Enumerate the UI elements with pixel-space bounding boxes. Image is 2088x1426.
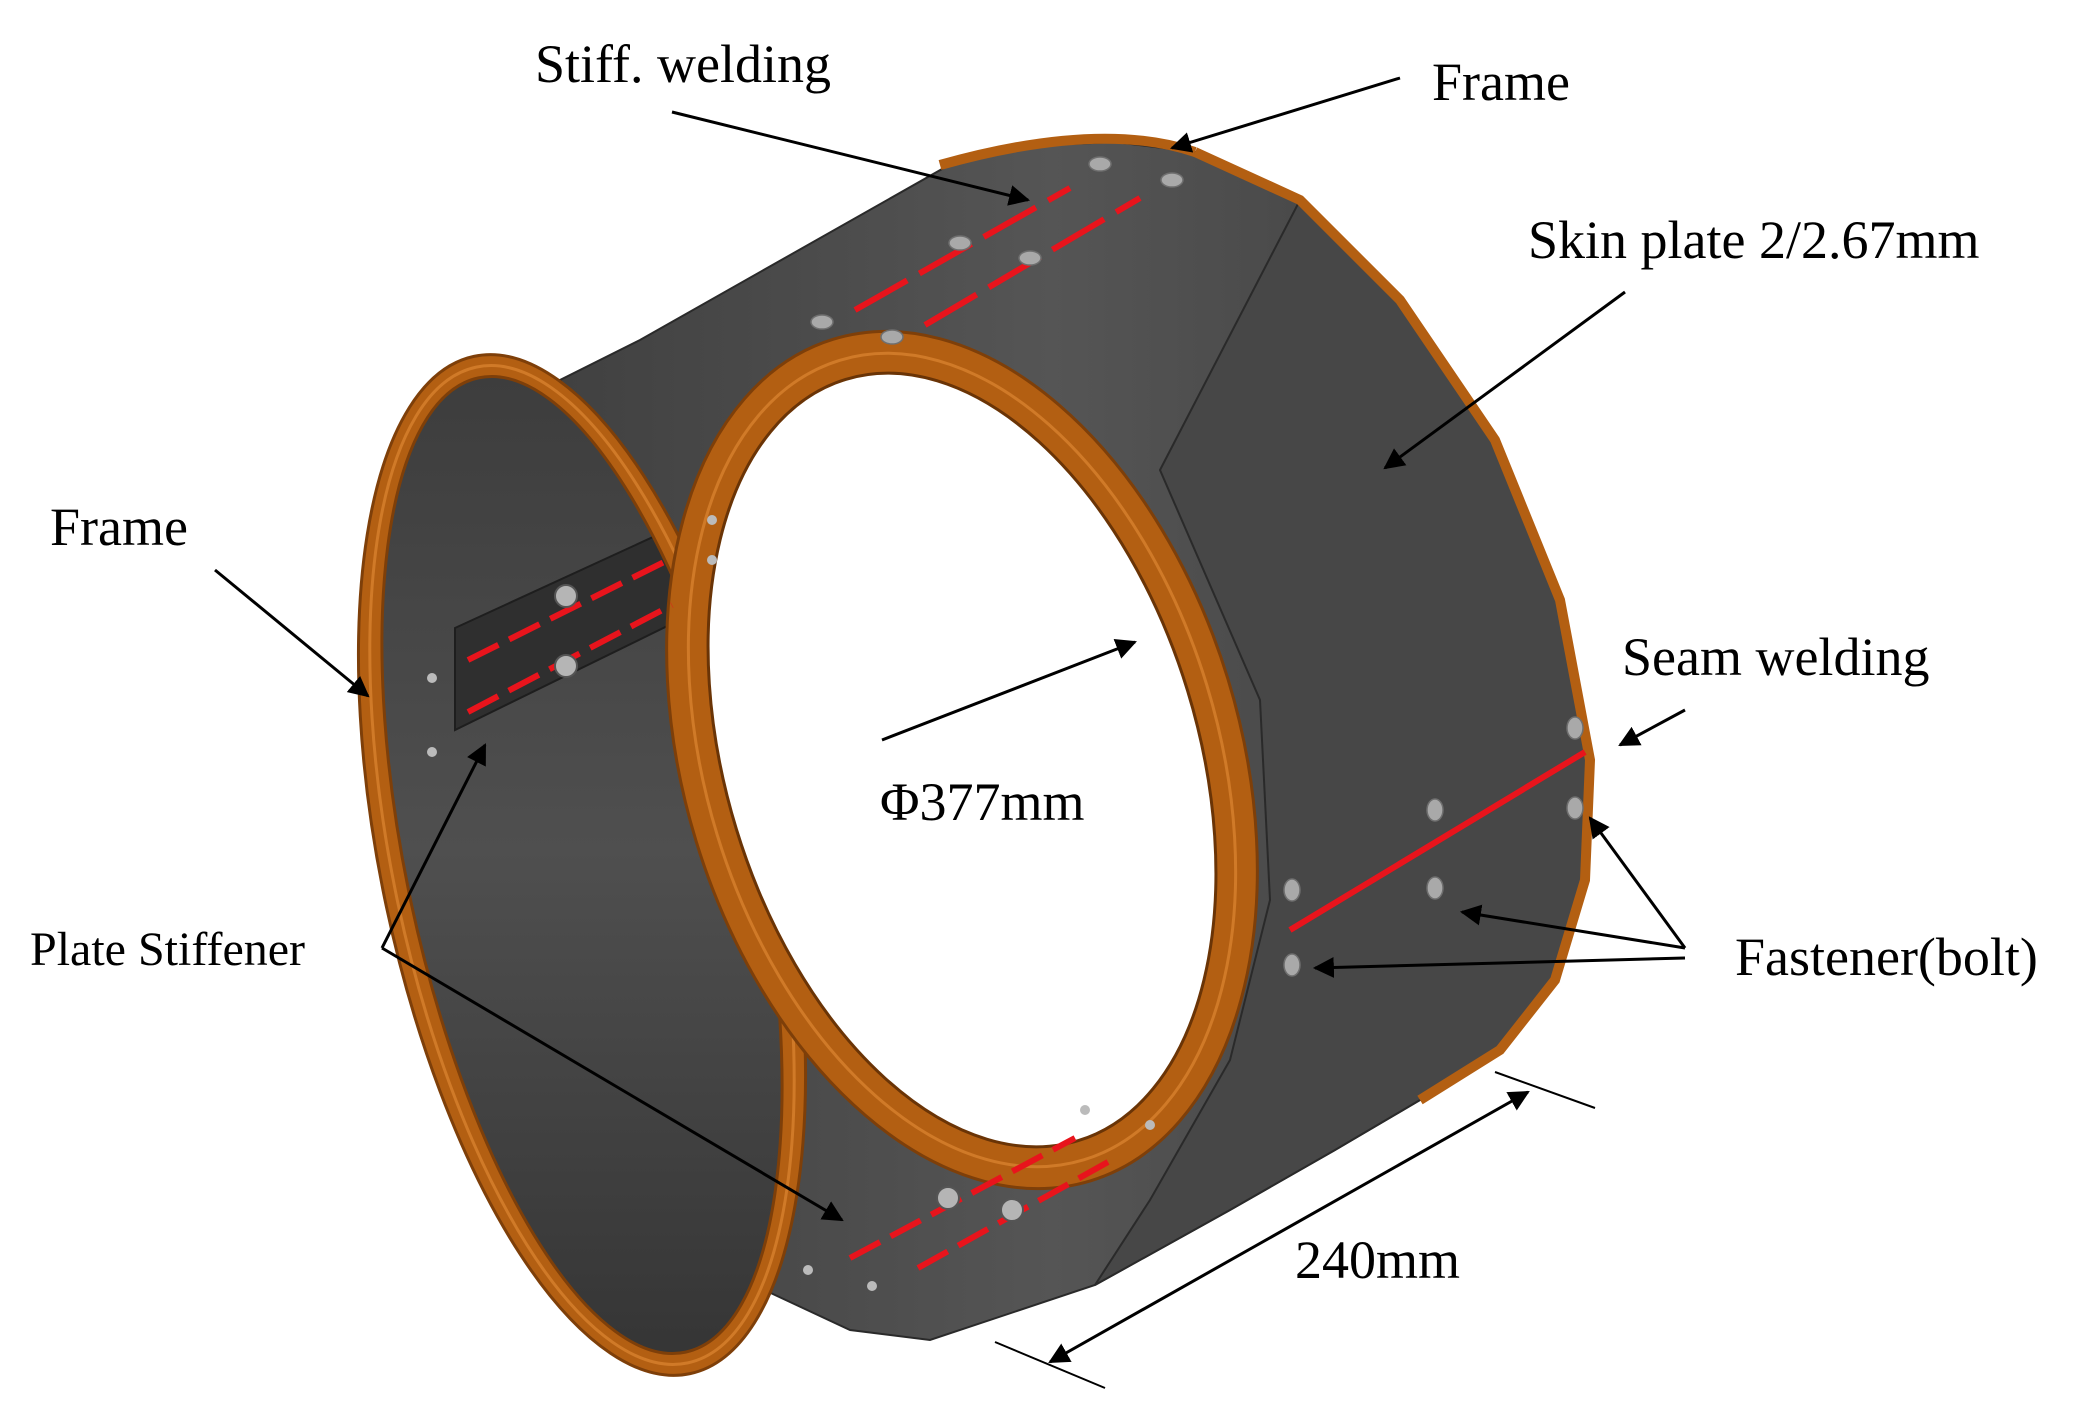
arrow-frame-top — [1169, 76, 1401, 153]
arrow-fastener-2 — [1459, 904, 1686, 950]
arrow-fastener-3 — [1312, 956, 1686, 978]
length-dim-extension-2 — [1494, 1071, 1596, 1109]
bolts-upper-left — [554, 584, 578, 678]
label-length: 240mm — [1295, 1230, 1460, 1290]
label-stiff-welding: Stiff. welding — [535, 34, 831, 94]
arrow-plate-stiffener-1 — [380, 743, 487, 949]
bolts-right — [1283, 716, 1584, 977]
arrow-frame-left — [214, 568, 370, 698]
arrow-plate-stiffener-2 — [381, 946, 844, 1222]
length-dim-line — [1048, 1090, 1530, 1364]
label-fastener: Fastener(bolt) — [1735, 927, 2038, 987]
arrow-skin-plate — [1383, 290, 1626, 470]
seam-weld-line — [1288, 749, 1587, 933]
frame-top-rim — [938, 133, 1197, 170]
label-frame-top: Frame — [1432, 52, 1570, 112]
arrow-seam-welding — [1618, 708, 1686, 747]
length-dim-extension-1 — [994, 1341, 1106, 1389]
label-plate-stiffener: Plate Stiffener — [30, 923, 305, 976]
arrow-fastener-1 — [1588, 816, 1687, 949]
label-seam-welding: Seam welding — [1622, 627, 1929, 687]
bolts-lower — [936, 1186, 1024, 1222]
annotation-arrows — [214, 76, 1687, 1222]
label-frame-left: Frame — [50, 497, 188, 557]
frame-right-rim — [1192, 147, 1596, 1105]
arrow-diameter — [881, 639, 1137, 742]
bolts-top — [810, 156, 1184, 345]
label-skin-plate: Skin plate 2/2.67mm — [1528, 210, 1980, 270]
label-diameter: Φ377mm — [880, 772, 1084, 832]
arrow-stiff-welding — [671, 110, 1031, 206]
